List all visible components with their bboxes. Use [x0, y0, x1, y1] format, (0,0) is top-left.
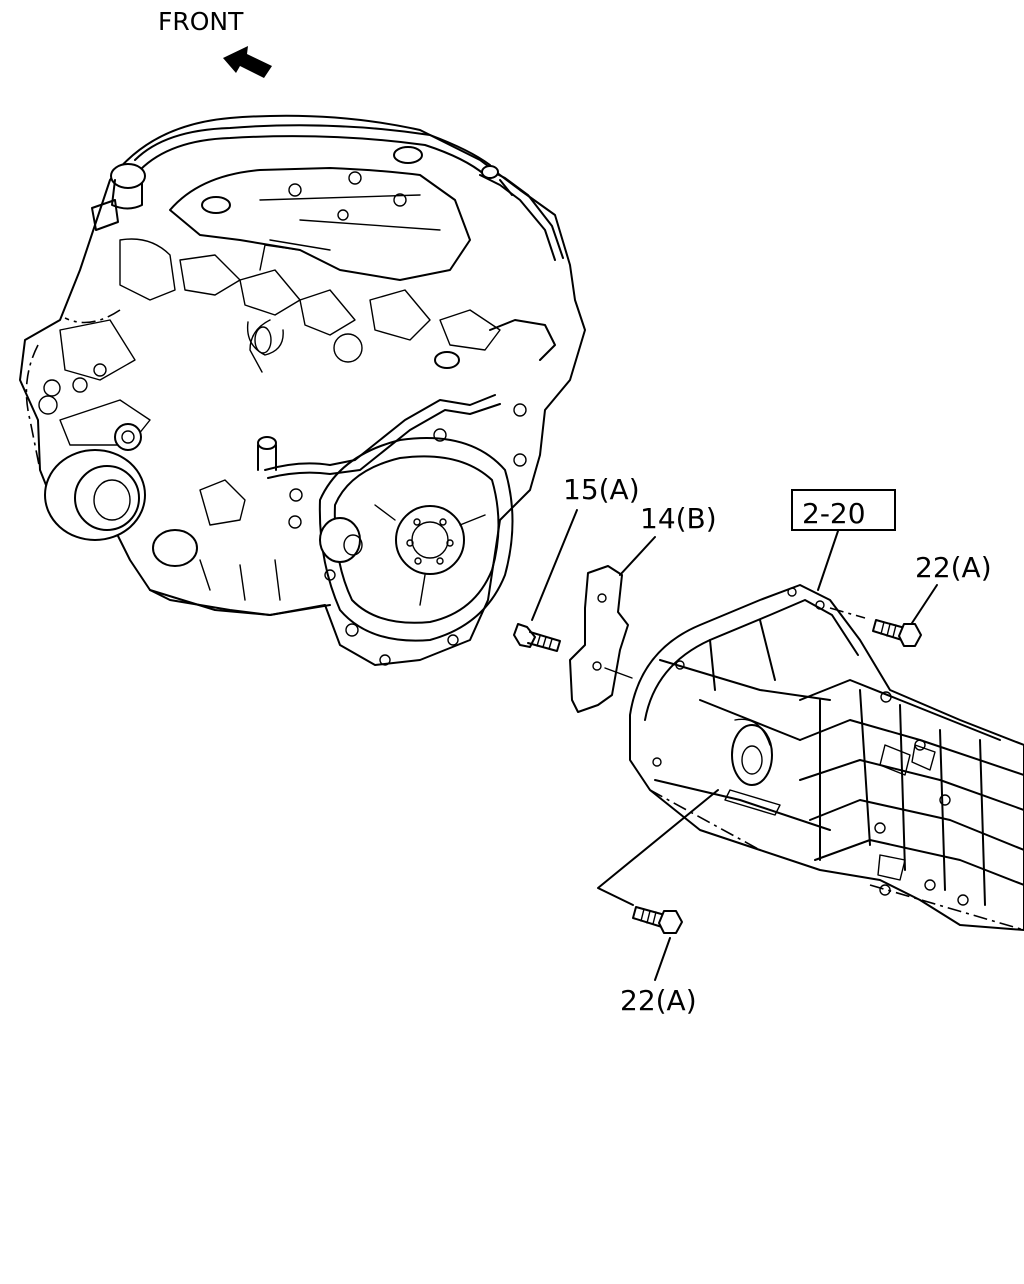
- bolt-15: [513, 509, 578, 652]
- callout-22-upper: 22(A): [915, 551, 992, 584]
- transmission-assembly: [629, 530, 1024, 931]
- ref-box-2-20[interactable]: 2-20: [802, 497, 866, 530]
- bolt-22-lower: [597, 789, 719, 981]
- plate-14: [569, 536, 656, 713]
- callout-22-lower: 22(A): [620, 984, 697, 1017]
- ref-box-frame: [791, 489, 896, 531]
- front-label: FRONT: [158, 7, 244, 36]
- arrow-up-left-icon: [223, 46, 272, 78]
- callout-15: 15(A): [563, 473, 640, 506]
- engine-assembly: [19, 114, 586, 666]
- bolt-22-upper: [829, 584, 938, 647]
- callout-14: 14(B): [640, 502, 717, 535]
